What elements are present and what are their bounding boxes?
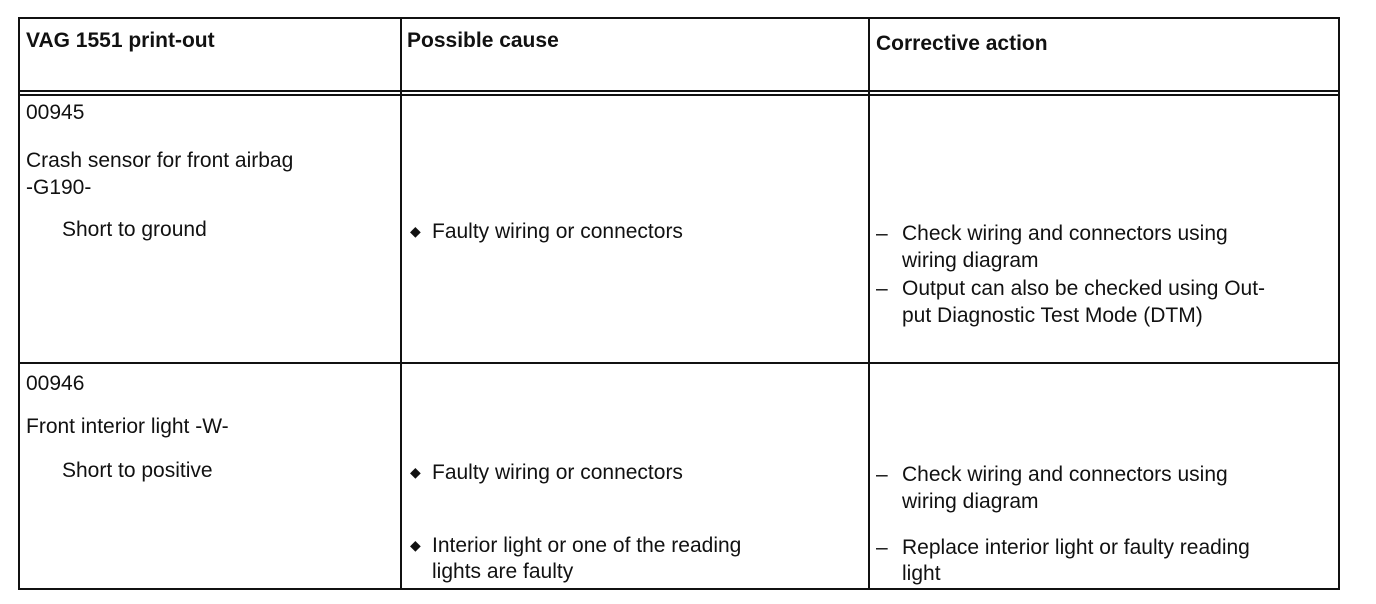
row-divider: [20, 362, 1338, 364]
action-text: Output can also be checked using Out-: [902, 277, 1266, 300]
action-text: put Diagnostic Test Mode (DTM): [902, 304, 1203, 327]
cause-bullet: ◆: [410, 537, 421, 553]
component-name: Crash sensor for front airbag: [26, 149, 294, 172]
action-text: Replace interior light or faulty reading: [902, 536, 1250, 559]
fault-code: 00946: [26, 372, 85, 395]
action-text: Check wiring and connectors using: [902, 463, 1228, 486]
fault-type: Short to positive: [62, 459, 213, 482]
component-name: Front interior light -W-: [26, 415, 229, 438]
header-divider: [20, 90, 1338, 92]
column-divider: [400, 19, 402, 588]
fault-code: 00945: [26, 101, 85, 124]
cause-bullet: ◆: [410, 464, 421, 480]
header-printout: VAG 1551 print-out: [26, 29, 215, 52]
cause-text: Faulty wiring or connectors: [432, 461, 683, 484]
cause-text: Interior light or one of the reading: [432, 534, 742, 557]
cause-bullet: ◆: [410, 223, 421, 239]
action-text: Check wiring and connectors using: [902, 222, 1228, 245]
header-cause: Possible cause: [407, 29, 559, 52]
cause-text: Faulty wiring or connectors: [432, 220, 683, 243]
fault-type: Short to ground: [62, 218, 207, 241]
header-action: Corrective action: [876, 32, 1048, 55]
header-divider: [20, 94, 1338, 96]
action-text: wiring diagram: [902, 249, 1039, 272]
action-text: light: [902, 562, 941, 585]
action-dash: –: [876, 277, 888, 300]
diagnostic-table: VAG 1551 print-out Possible cause Correc…: [18, 17, 1340, 590]
cause-text: lights are faulty: [432, 560, 574, 583]
component-id: -G190-: [26, 176, 92, 199]
column-divider: [868, 19, 870, 588]
action-dash: –: [876, 536, 888, 559]
action-dash: –: [876, 463, 888, 486]
action-text: wiring diagram: [902, 490, 1039, 513]
action-dash: –: [876, 222, 888, 245]
